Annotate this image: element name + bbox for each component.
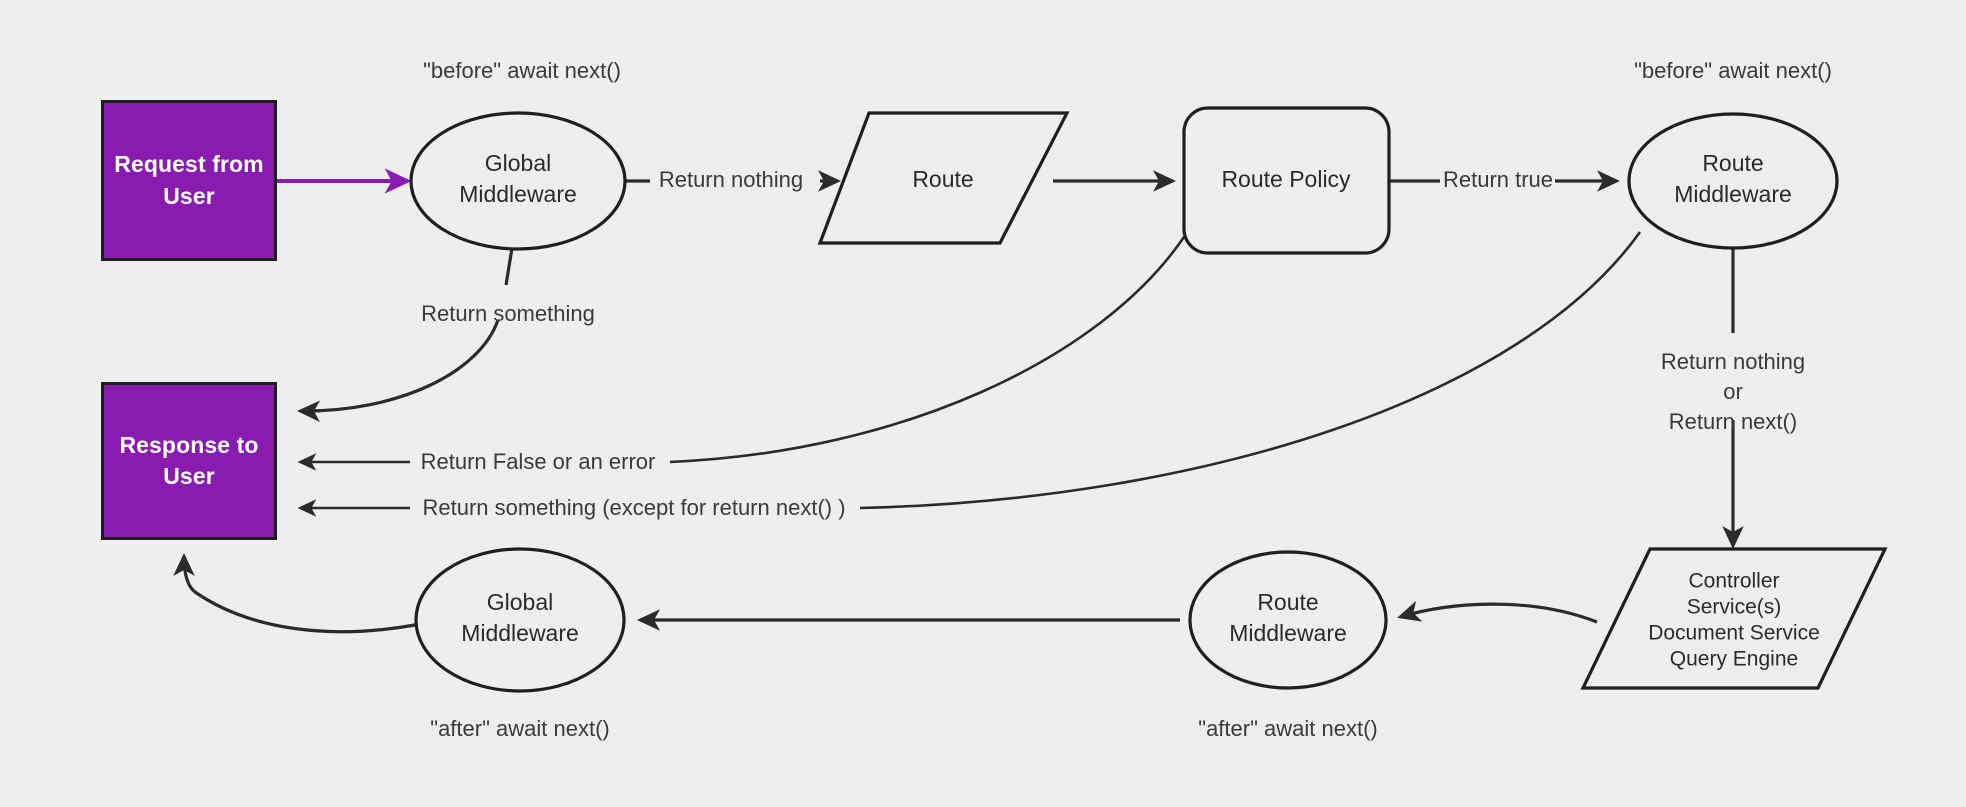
edge-route-middleware-to-response <box>297 231 1642 517</box>
edge-global-middleware-bottom-to-response <box>173 553 416 634</box>
edge-label-return-nothing-or-next-line1: Return nothing <box>1661 349 1805 374</box>
edge-label-return-nothing-or-next-line2: or <box>1723 379 1743 404</box>
edge-label-return-nothing-or-next-line3: Return next() <box>1669 409 1797 434</box>
edge-label-return-something-global: Return something <box>421 301 595 326</box>
node-route-middleware-top[interactable]: Route Middleware <box>1627 112 1839 250</box>
node-route[interactable]: Route <box>817 111 1070 245</box>
edge-route-policy-to-response <box>297 236 1186 471</box>
node-global-middleware-top-line2: Middleware <box>459 181 577 207</box>
annotation-after-await-next-left: "after" await next() <box>430 716 609 741</box>
edge-label-return-nothing: Return nothing <box>659 167 803 192</box>
node-handler-line-2: Service(s) <box>1687 596 1782 619</box>
node-global-middleware-bottom[interactable]: Global Middleware <box>414 547 626 693</box>
edge-global-middleware-to-response <box>297 247 514 422</box>
annotation-before-await-next-right: "before" await next() <box>1634 58 1832 83</box>
node-route-middleware-top-line2: Middleware <box>1674 181 1792 207</box>
node-route-middleware-bottom-line2: Middleware <box>1229 620 1347 646</box>
node-route-middleware-top-line1: Route <box>1702 150 1763 176</box>
edge-label-return-something-except-next: Return something (except for return next… <box>422 495 845 520</box>
node-global-middleware-bottom-line1: Global <box>487 589 553 615</box>
node-handler[interactable]: Controller Service(s) Document Service Q… <box>1580 547 1888 690</box>
edge-handler-to-route-middleware-bottom <box>1397 600 1598 624</box>
node-route-label: Route <box>912 166 973 192</box>
edge-label-return-false-or-error: Return False or an error <box>421 449 656 474</box>
node-handler-line-3: Document Service <box>1648 622 1820 645</box>
node-handler-line-4: Query Engine <box>1670 648 1798 671</box>
edge-label-return-true: Return true <box>1443 167 1553 192</box>
node-route-middleware-bottom-line1: Route <box>1257 589 1318 615</box>
node-route-policy-label: Route Policy <box>1221 166 1351 192</box>
node-route-middleware-bottom[interactable]: Route Middleware <box>1188 550 1388 690</box>
annotation-after-await-next-right: "after" await next() <box>1198 716 1377 741</box>
annotation-before-await-next-left: "before" await next() <box>423 58 621 83</box>
node-global-middleware-top[interactable]: Global Middleware <box>409 111 627 251</box>
node-handler-line-1: Controller <box>1688 570 1779 593</box>
node-route-policy[interactable]: Route Policy <box>1182 106 1391 255</box>
node-global-middleware-bottom-line2: Middleware <box>461 620 579 646</box>
node-global-middleware-top-line1: Global <box>485 150 551 176</box>
